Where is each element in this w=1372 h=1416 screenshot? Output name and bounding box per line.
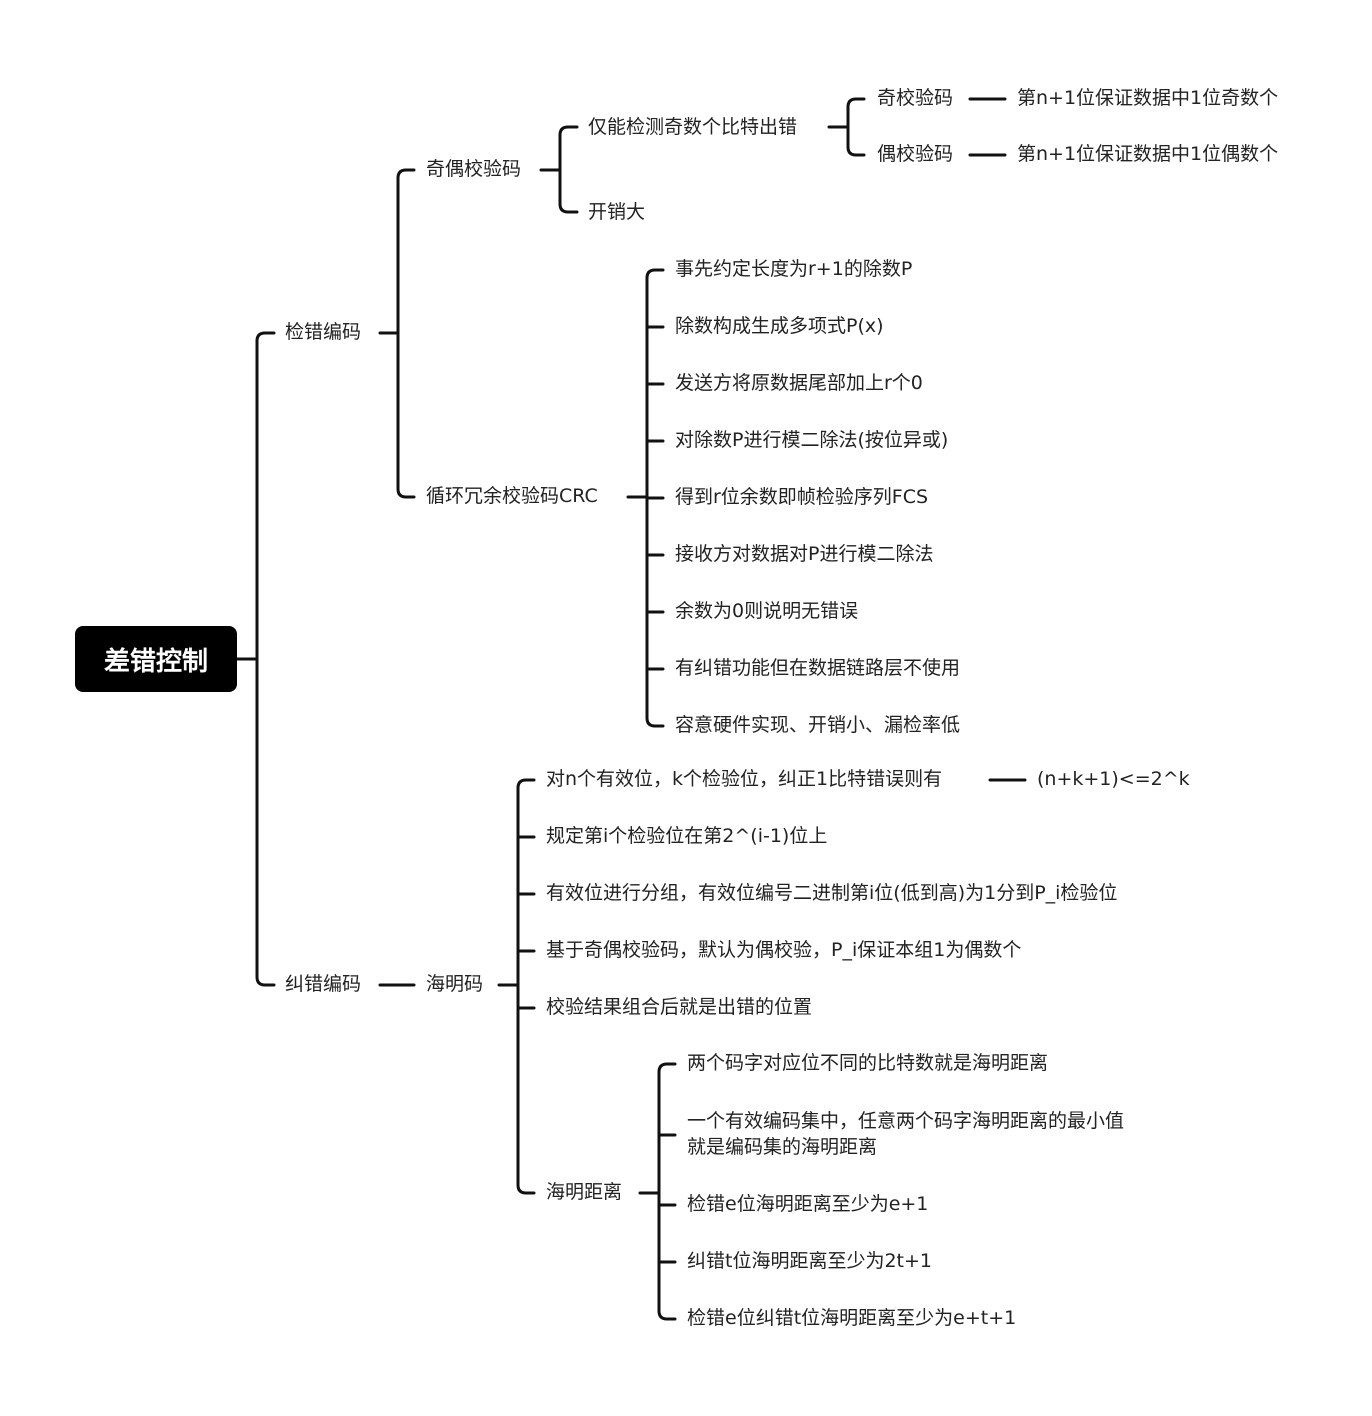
node-hamming-item[interactable]: 基于奇偶校验码，默认为偶校验，P_i保证本组1为偶数个 [546,939,1022,961]
node-parity-code[interactable]: 奇偶校验码 [426,158,522,180]
node-crc-item[interactable]: 得到r位余数即帧检验序列FCS [675,486,929,508]
node-distance-item[interactable]: 纠错t位海明距离至少为2t+1 [687,1250,932,1272]
node-crc-item[interactable]: 余数为0则说明无错误 [675,600,859,622]
node-hamming-item[interactable]: 有效位进行分组，有效位编号二进制第i位(低到高)为1分到P_i检验位 [546,882,1118,904]
node-hamming-item[interactable]: 规定第i个检验位在第2^(i-1)位上 [546,825,828,847]
node-even-parity-desc[interactable]: 第n+1位保证数据中1位偶数个 [1017,143,1279,165]
node-crc-item[interactable]: 接收方对数据对P进行模二除法 [675,543,934,565]
bracket-line [846,97,866,157]
node-hamming-code[interactable]: 海明码 [426,973,484,995]
node-crc-item[interactable]: 事先约定长度为r+1的除数P [675,258,913,280]
node-crc-item[interactable]: 有纠错功能但在数据链路层不使用 [675,657,961,679]
node-hamming-item[interactable]: 对n个有效位，k个检验位，纠正1比特错误则有 [546,768,943,790]
bracket-line [657,1062,677,1321]
node-detect-coding[interactable]: 检错编码 [285,321,362,343]
node-crc-item[interactable]: 对除数P进行模二除法(按位异或) [675,429,949,451]
bracket-line [255,331,276,987]
node-distance-item[interactable]: 检错e位海明距离至少为e+1 [687,1193,929,1215]
node-distance-item[interactable]: 一个有效编码集中，任意两个码字海明距离的最小值就是编码集的海明距离 [687,1110,1125,1158]
node-hamming-distance[interactable]: 海明距离 [546,1181,623,1203]
node-odd-parity[interactable]: 奇校验码 [877,87,954,109]
node-parity-cost[interactable]: 开销大 [588,201,646,223]
node-distance-item[interactable]: 两个码字对应位不同的比特数就是海明距离 [687,1052,1049,1074]
node-crc[interactable]: 循环冗余校验码CRC [426,485,598,507]
node-distance-item[interactable]: 检错e位纠错t位海明距离至少为e+t+1 [687,1307,1017,1329]
node-parity-odd-only[interactable]: 仅能检测奇数个比特出错 [588,116,798,138]
node-correct-coding[interactable]: 纠错编码 [285,973,362,995]
node-crc-item[interactable]: 容意硬件实现、开销小、漏检率低 [675,714,961,736]
node-hamming-item[interactable]: 校验结果组合后就是出错的位置 [546,996,813,1018]
node-crc-item[interactable]: 除数构成生成多项式P(x) [675,315,884,337]
node-hamming-formula[interactable]: (n+k+1)<=2^k [1037,768,1190,790]
bracket-line [396,168,416,499]
node-odd-parity-desc[interactable]: 第n+1位保证数据中1位奇数个 [1017,87,1279,109]
bracket-line [516,778,536,1195]
root-node[interactable]: 差错控制 [75,626,237,692]
node-even-parity[interactable]: 偶校验码 [877,143,954,165]
node-crc-item[interactable]: 发送方将原数据尾部加上r个0 [675,372,923,394]
bracket-line [558,125,579,214]
